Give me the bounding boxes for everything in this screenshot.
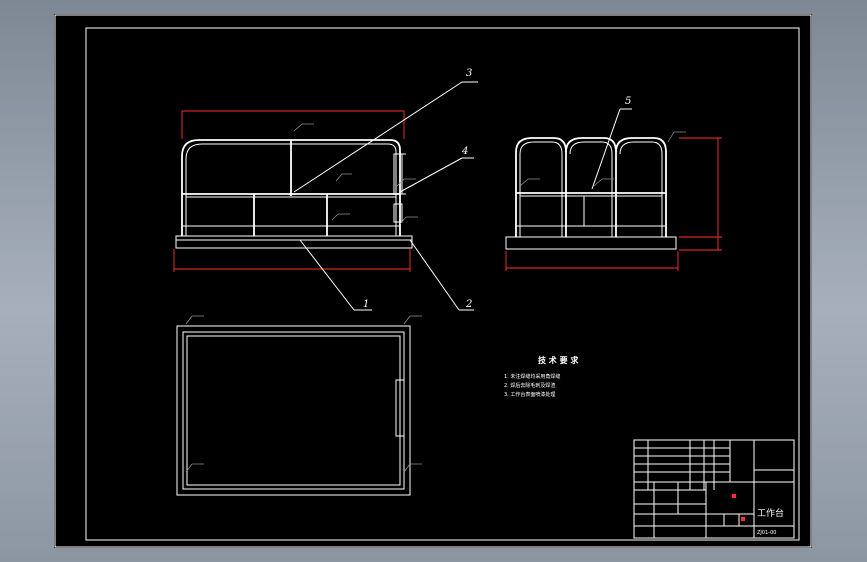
balloon-5: 5 (625, 96, 631, 107)
drawing-sheet: 3 4 5 1 2 (54, 14, 812, 548)
red-marker (732, 494, 736, 498)
drawing-name: 工作台 (757, 507, 784, 519)
engineering-drawing: 3 4 5 1 2 (54, 14, 812, 548)
drawing-frame (85, 27, 800, 541)
front-view (173, 110, 418, 272)
balloon-4: 4 (461, 146, 468, 157)
side-view (505, 131, 722, 271)
tech-req-item-2: 2. 焊后去除毛刺及焊渣 (504, 382, 555, 389)
tech-req-title: 技 术 要 求 (538, 355, 579, 365)
balloon-1: 1 (363, 299, 369, 310)
tech-req-item-1: 1. 未注焊缝均采用角焊缝 (504, 373, 560, 380)
drawing-number: ZJ01-00 (757, 530, 776, 536)
balloon-3: 3 (466, 68, 472, 79)
title-block: 工作台 ZJ01-00 (633, 439, 795, 539)
red-marker (741, 517, 745, 521)
top-view (176, 315, 422, 496)
sheet-border (54, 14, 812, 548)
balloon-2: 2 (465, 299, 472, 310)
tech-req-item-3: 3. 工作台表面喷漆处理 (504, 391, 555, 398)
